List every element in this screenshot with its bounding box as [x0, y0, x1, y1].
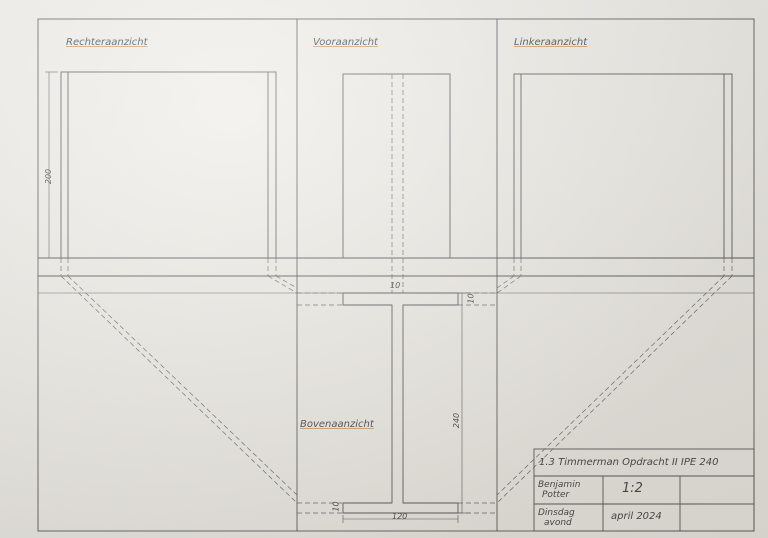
- front-view-outline: [342, 73, 451, 259]
- projection-line: [496, 275, 733, 504]
- right-view-outline: [60, 71, 277, 259]
- right-view-title: Rechteraanzicht: [66, 37, 148, 48]
- projection-line: [496, 275, 725, 496]
- flange-width-label: 120: [392, 512, 408, 521]
- author-first-name: Benjamin: [538, 480, 581, 490]
- flange-thickness-label: 10: [466, 293, 476, 304]
- left-view-title: Linkeraanzicht: [514, 37, 588, 48]
- scale-label: 1:2: [622, 481, 643, 496]
- bottom-flange-thickness-label: 10: [331, 501, 341, 512]
- title-block: [533, 448, 755, 532]
- author-last-name: Potter: [542, 490, 570, 500]
- height-dimension-label: 200: [44, 168, 54, 185]
- drawing-title: 1.3 Timmerman Opdracht II IPE 240: [539, 457, 719, 468]
- day-label: Dinsdag: [538, 508, 575, 518]
- web-thickness-label: 10: [390, 281, 401, 290]
- drawing-border: [37, 18, 755, 532]
- ipe-profile-section: [342, 292, 459, 514]
- date-label: april 2024: [611, 511, 662, 522]
- left-view-outline: [513, 73, 733, 259]
- projection-line: [267, 275, 298, 294]
- profile-height-label: 240: [452, 412, 462, 429]
- projection-line: [275, 275, 298, 289]
- time-of-day-label: avond: [544, 518, 572, 528]
- top-view-title: Bovenaanzicht: [300, 419, 374, 430]
- front-view-title: Vooraanzicht: [313, 37, 378, 48]
- projection-line: [67, 275, 298, 496]
- projection-line: [496, 275, 522, 294]
- projection-line: [496, 275, 515, 289]
- projection-line: [60, 275, 298, 504]
